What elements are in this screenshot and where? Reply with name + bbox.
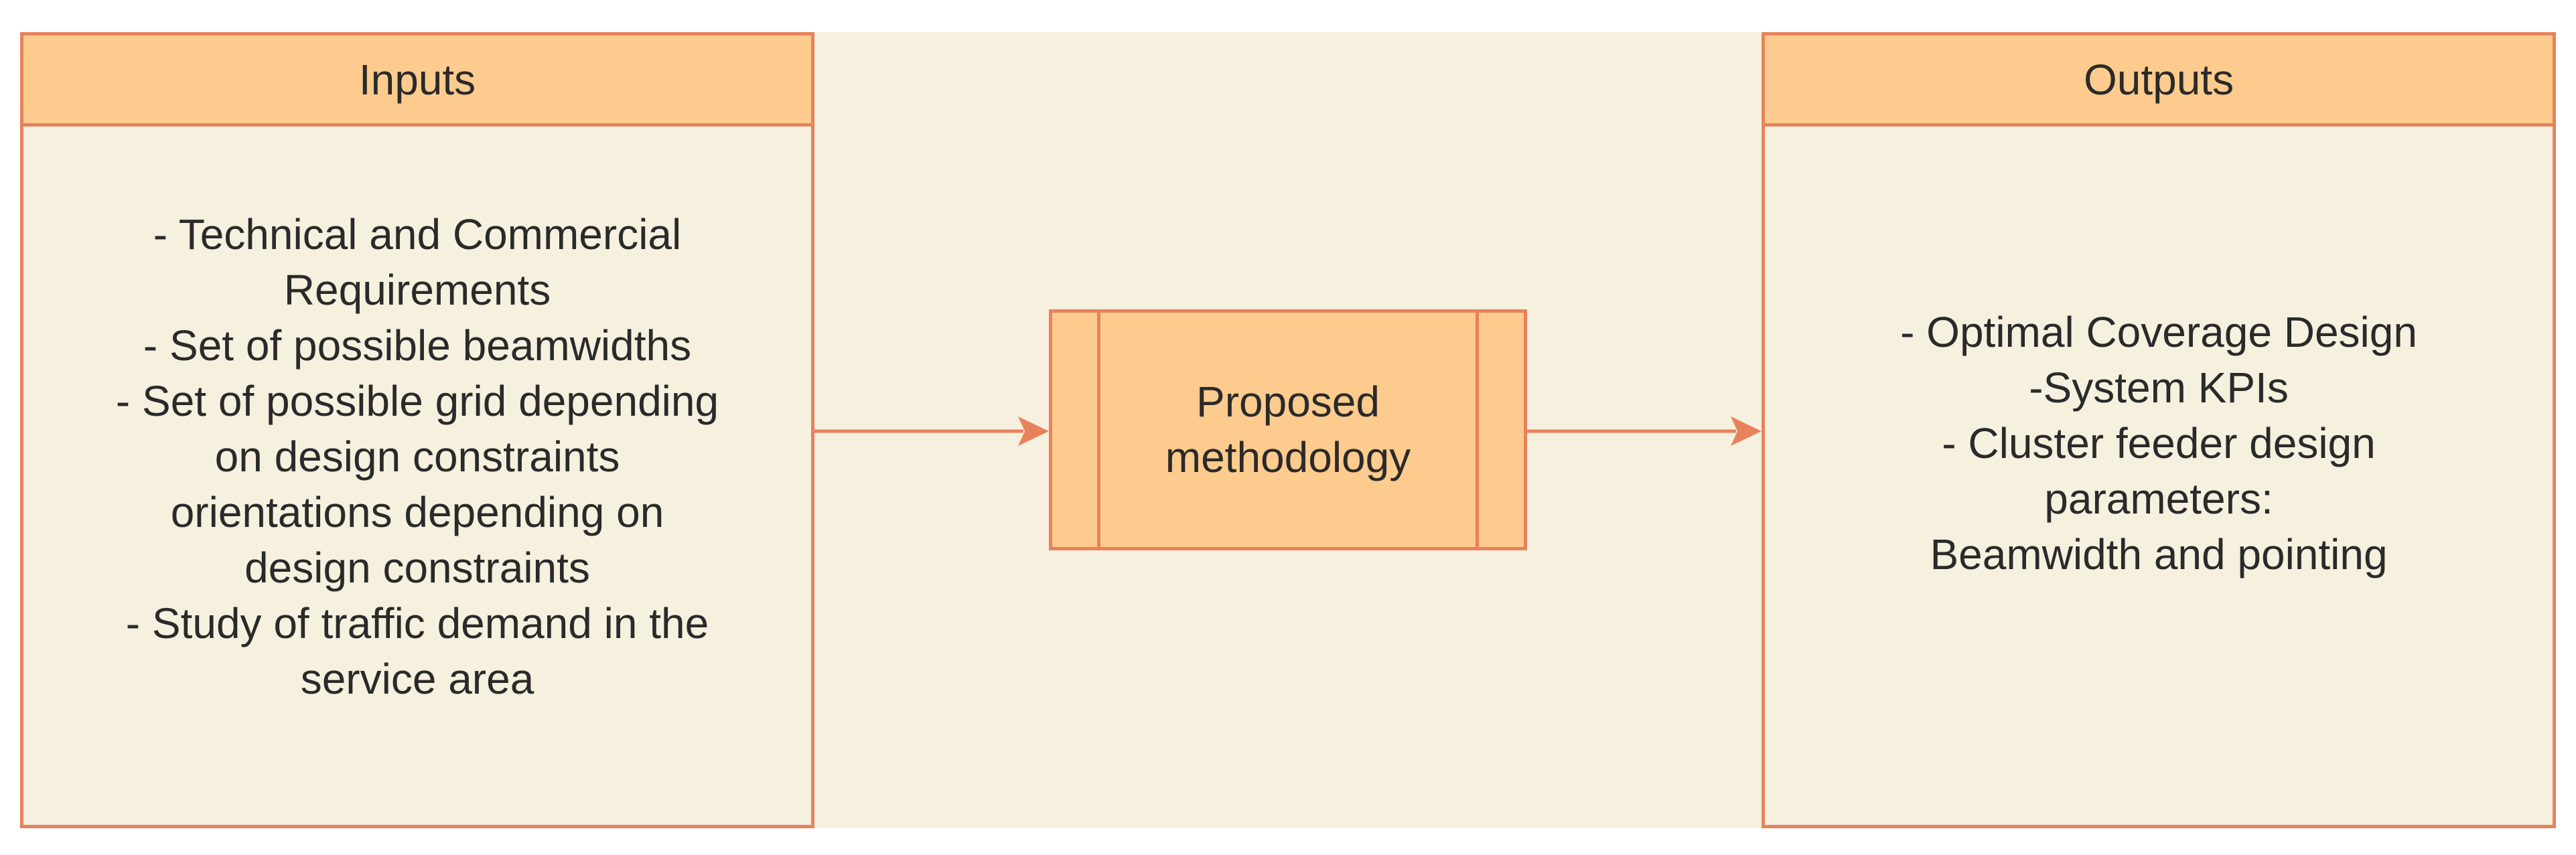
process-line: methodology	[1165, 433, 1411, 481]
process-line: Proposed	[1196, 378, 1380, 426]
inputs-line: - Set of possible beamwidths	[143, 321, 692, 370]
inputs-line: - Set of possible grid depending	[115, 377, 719, 425]
inputs-line: - Technical and Commercial	[153, 210, 682, 258]
process-right-bar	[1476, 313, 1479, 547]
process-label: Proposed methodology	[1100, 313, 1476, 547]
outputs-panel: Outputs - Optimal Coverage Design -Syste…	[1762, 32, 2556, 828]
inputs-line: service area	[300, 655, 534, 703]
process-left-bar	[1097, 313, 1100, 547]
outputs-line: - Cluster feeder design	[1942, 419, 2376, 467]
inputs-body: - Technical and Commercial Requirements …	[23, 127, 811, 825]
outputs-line: -System KPIs	[2029, 364, 2289, 412]
outputs-line: Beamwidth and pointing	[1930, 530, 2388, 578]
inputs-line: Requirements	[283, 266, 551, 314]
inputs-line: design constraints	[244, 544, 590, 592]
outputs-line: - Optimal Coverage Design	[1900, 308, 2417, 356]
inputs-header: Inputs	[23, 35, 811, 127]
outputs-header: Outputs	[1765, 35, 2553, 127]
inputs-text: - Technical and Commercial Requirements …	[116, 207, 719, 707]
outputs-body: - Optimal Coverage Design -System KPIs -…	[1765, 127, 2553, 825]
inputs-line: orientations depending on	[170, 488, 664, 536]
inputs-line: - Study of traffic demand in the	[125, 599, 709, 647]
inputs-line: on design constraints	[214, 433, 620, 481]
outputs-line: parameters:	[2044, 475, 2273, 523]
process-box: Proposed methodology	[1049, 309, 1527, 550]
inputs-panel: Inputs - Technical and Commercial Requir…	[20, 32, 814, 828]
outputs-text: - Optimal Coverage Design -System KPIs -…	[1900, 305, 2417, 582]
